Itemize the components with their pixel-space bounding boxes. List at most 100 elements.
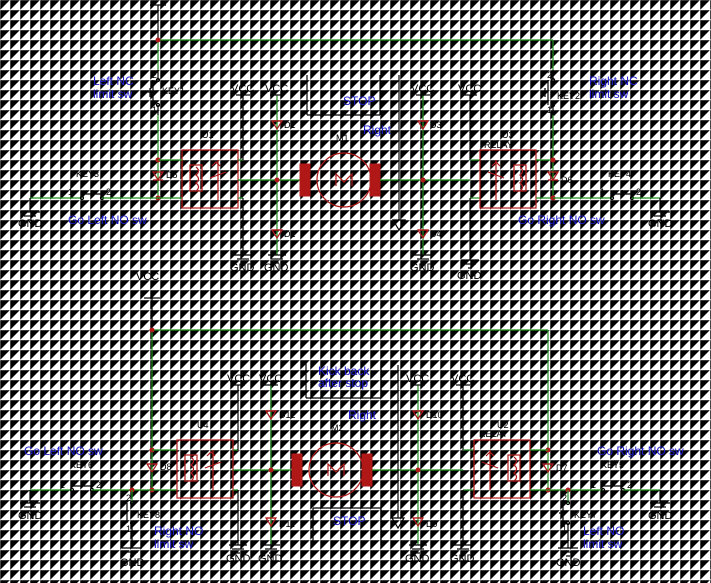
d12-ref: D12 xyxy=(279,410,296,420)
key1-pin1: 1 xyxy=(152,105,157,115)
m1-ref: M1 xyxy=(336,133,349,143)
right-no-note-2: limit sw xyxy=(154,537,194,551)
gnd-label: GND xyxy=(18,218,43,230)
kick-back-note: Kick back xyxy=(318,364,370,378)
u1-vcc: VCC xyxy=(231,83,254,95)
stop-note-bottom: STOP xyxy=(333,514,365,528)
right-nc-note-2: limit sw xyxy=(589,87,629,101)
d10-ref: D10 xyxy=(426,410,443,420)
svg-text:VCC: VCC xyxy=(451,373,474,385)
key1-pin2: 2 xyxy=(152,70,157,80)
u2-ref: U2 xyxy=(497,420,509,430)
go-left-note-bottom: Go Left NO sw xyxy=(24,444,103,458)
svg-text:GND: GND xyxy=(556,557,581,569)
key3-pin2: 2 xyxy=(106,187,111,197)
svg-text:GND: GND xyxy=(230,262,255,274)
d7-ref: D7 xyxy=(556,463,568,473)
u1-relay xyxy=(181,149,239,209)
key6-ref: KEY6 xyxy=(70,460,93,470)
svg-text:1: 1 xyxy=(562,524,567,534)
svg-text:GND: GND xyxy=(226,553,251,565)
svg-text:2: 2 xyxy=(547,70,552,80)
d8-ref: D8 xyxy=(160,462,172,472)
key1-ref: KEY1 xyxy=(162,86,185,96)
bottom-vcc: VCC xyxy=(136,271,159,283)
svg-text:1: 1 xyxy=(591,480,596,490)
d5-diode xyxy=(151,171,165,182)
stop-note: STOP xyxy=(343,94,375,108)
svg-text:GND: GND xyxy=(405,553,430,565)
svg-text:1: 1 xyxy=(60,480,65,490)
d3-diode xyxy=(416,120,430,131)
d12-diode xyxy=(264,410,278,421)
key2-ref: KEY2 xyxy=(557,91,580,101)
svg-text:1: 1 xyxy=(600,187,605,197)
left-nc-note: Left NC xyxy=(93,74,134,88)
d1-ref: D1 xyxy=(284,120,296,130)
u3-relay xyxy=(479,149,537,209)
key7-switch xyxy=(559,490,571,526)
svg-text:GND: GND xyxy=(450,553,475,565)
m2-ref: M2 xyxy=(331,423,344,433)
key5-ref: KEY5 xyxy=(601,460,624,470)
right-note: Right xyxy=(363,123,392,137)
d1-diode xyxy=(270,120,284,131)
right-nc-note: Right NC xyxy=(589,74,638,88)
key8-ref: KEY8 xyxy=(137,510,160,520)
key1-switch xyxy=(147,70,161,115)
d6-ref: D6 xyxy=(561,175,573,185)
d7-diode xyxy=(541,463,555,474)
right-no-note: Right NO xyxy=(154,524,203,538)
svg-text:VCC: VCC xyxy=(265,83,288,95)
d8-diode xyxy=(145,463,159,474)
u2-relay xyxy=(473,439,531,499)
d10-diode xyxy=(411,410,425,421)
svg-text:VCC: VCC xyxy=(406,373,429,385)
d11-ref: D11 xyxy=(279,519,295,529)
svg-text:GND: GND xyxy=(18,510,43,522)
left-no-note-2: limit sw xyxy=(583,537,623,551)
u2-relay-label: RELAY xyxy=(479,429,508,439)
left-nc-note-2: limit sw xyxy=(93,87,133,101)
key2-switch xyxy=(542,70,556,115)
svg-text:1: 1 xyxy=(547,105,552,115)
bottom-circuit: VCC D8 Go Left NO sw KEY6 1 2 xyxy=(18,271,684,569)
d6-diode xyxy=(546,171,560,182)
key3-pin1: 1 xyxy=(68,187,73,197)
d2-diode xyxy=(270,229,284,240)
d9-diode xyxy=(411,517,425,528)
svg-text:2: 2 xyxy=(96,480,101,490)
top-circuit: 2 1 KEY1 Left NC limit sw D5 1 2 KEY3 GN… xyxy=(18,4,673,282)
svg-text:GND: GND xyxy=(264,262,289,274)
d9-ref: D9 xyxy=(426,519,438,529)
d4-diode xyxy=(416,229,430,240)
svg-text:GND: GND xyxy=(120,557,145,569)
svg-text:GND: GND xyxy=(648,510,673,522)
right-note-bottom: Right xyxy=(348,408,377,422)
svg-text:VCC: VCC xyxy=(411,83,434,95)
left-no-note: Left NO xyxy=(583,524,624,538)
svg-text:VCC: VCC xyxy=(227,373,250,385)
key3-ref: KEY3 xyxy=(76,169,99,179)
svg-text:GND: GND xyxy=(457,270,482,282)
svg-text:GND: GND xyxy=(410,262,435,274)
key4-ref: KEY4 xyxy=(608,169,631,179)
svg-text:GND: GND xyxy=(258,553,283,565)
d5-ref: D5 xyxy=(166,170,178,180)
svg-text:VCC: VCC xyxy=(259,373,282,385)
svg-text:2: 2 xyxy=(636,187,641,197)
key3-switch xyxy=(30,190,158,201)
u4-ref: U4 xyxy=(197,420,209,430)
svg-text:VCC: VCC xyxy=(458,83,481,95)
d11-diode xyxy=(264,517,278,528)
d3-ref: D3 xyxy=(430,120,442,130)
svg-text:2: 2 xyxy=(126,493,131,503)
u3-relay-label: RELAY xyxy=(484,140,513,150)
svg-text:1: 1 xyxy=(126,524,131,534)
u4-relay xyxy=(176,439,234,499)
kick-back-note-2: after stop xyxy=(318,376,368,390)
key7-ref: KEY7 xyxy=(574,510,597,520)
